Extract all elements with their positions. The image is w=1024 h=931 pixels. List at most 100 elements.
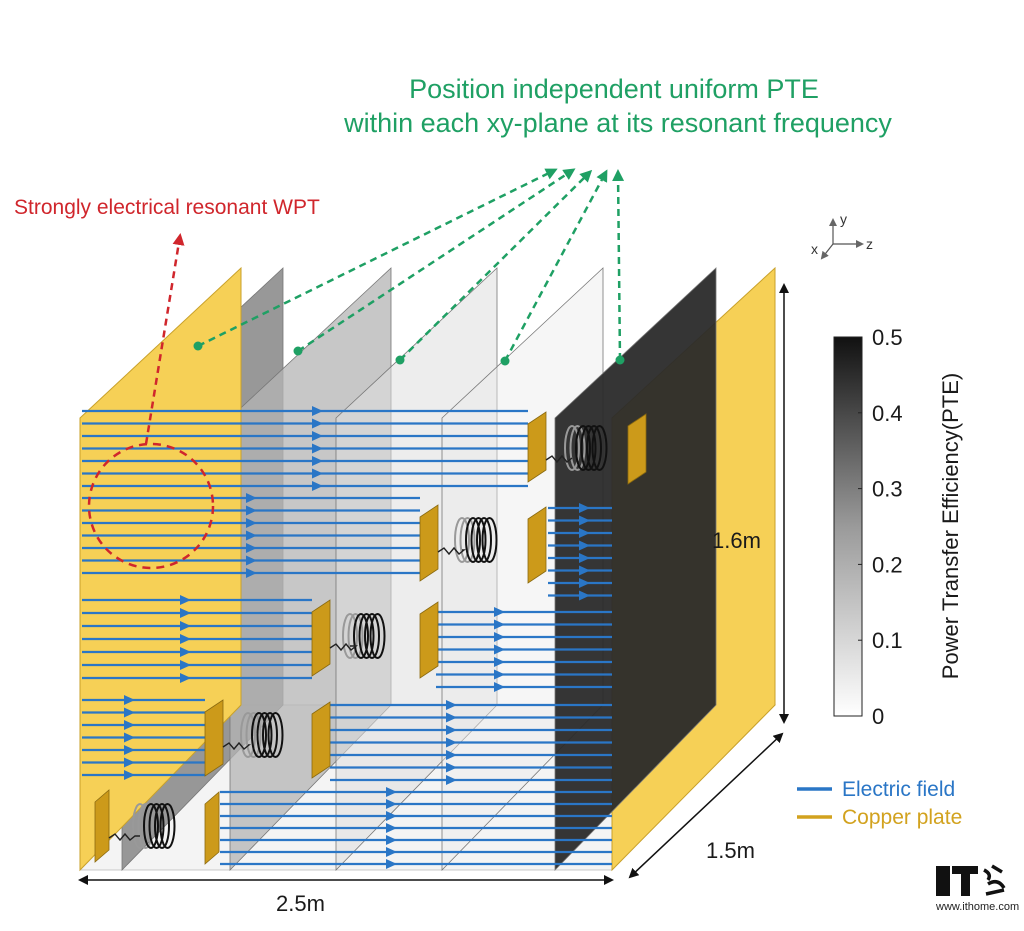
resonator-plate-b-1 <box>527 506 547 584</box>
axis-z-label: z <box>866 236 873 252</box>
field-arrowhead-rear-15 <box>446 700 457 710</box>
field-arrowhead-6 <box>312 481 323 491</box>
colorbar-tick-label-2: 0.3 <box>872 477 903 502</box>
resonator-plate-b-3 <box>311 701 331 779</box>
coil-turn-0-0 <box>564 425 580 471</box>
coil-lead-4 <box>108 832 140 842</box>
field-arrowhead-17 <box>180 634 191 644</box>
field-arrowhead-rear-28 <box>386 859 397 869</box>
coil-turn-4-5 <box>159 803 176 849</box>
field-arrowhead-rear-25 <box>386 823 397 833</box>
field-arrowhead-rear-10 <box>494 632 505 642</box>
field-arrowhead-rear-3 <box>579 540 590 551</box>
field-arrowhead-18 <box>180 647 191 657</box>
colorbar-tick-label-5: 0 <box>872 704 884 729</box>
axis-indicator: y z x <box>811 211 873 260</box>
resonator-plate-a-4 <box>94 789 110 863</box>
coil-turn-4-2 <box>143 803 159 849</box>
field-arrowhead-21 <box>124 695 135 705</box>
field-arrowhead-rear-0 <box>579 503 590 513</box>
colorbar-title: Power Transfer Efficiency(PTE) <box>938 373 963 679</box>
field-arrowhead-8 <box>246 505 257 516</box>
resonator-coil-0 <box>545 425 608 471</box>
pte-pointer-1 <box>297 168 576 353</box>
colorbar-tick-label-3: 0.2 <box>872 552 903 577</box>
field-arrowhead-rear-13 <box>494 669 505 680</box>
coil-turn-1-1 <box>459 517 476 563</box>
coil-turn-3-1 <box>245 712 262 758</box>
field-arrowhead-10 <box>246 530 257 541</box>
field-arrowhead-22 <box>124 707 135 718</box>
field-arrowhead-3 <box>312 443 323 454</box>
coil-turn-1-4 <box>476 517 492 563</box>
colorbar-ticks: 0.50.40.30.20.10 <box>858 325 903 729</box>
coil-turn-4-4 <box>154 803 170 849</box>
field-arrowhead-15 <box>180 608 191 618</box>
coil-lead-2 <box>329 642 358 652</box>
axis-y-label: y <box>840 211 847 227</box>
coil-turn-3-4 <box>262 712 278 758</box>
field-arrowhead-5 <box>312 468 323 479</box>
field-arrowhead-rear-19 <box>446 750 457 760</box>
field-arrowhead-11 <box>246 543 257 553</box>
resonator-plate-a-1 <box>419 504 439 582</box>
field-arrowhead-rear-14 <box>494 682 505 692</box>
title-line-1: Position independent uniform PTE <box>409 74 819 104</box>
resonator-plane-5 <box>554 267 717 871</box>
pte-pointer-0 <box>197 168 558 348</box>
legend-electric-field-label: Electric field <box>842 778 955 801</box>
field-arrowhead-23 <box>124 720 135 730</box>
colorbar-tick-label-4: 0.1 <box>872 628 903 653</box>
coil-turn-3-0 <box>240 712 256 758</box>
field-arrowhead-rear-22 <box>386 787 397 797</box>
coil-turn-1-2 <box>465 517 481 563</box>
resonator-plate-b-0 <box>627 413 647 485</box>
legend: Electric field Copper plate <box>797 778 962 829</box>
coil-turn-1-0 <box>454 517 470 563</box>
coil-turn-0-1 <box>569 425 586 471</box>
resonator-plate-b-4 <box>204 791 220 865</box>
field-arrowhead-1 <box>312 418 323 429</box>
uniform-pte-pointers <box>193 168 625 366</box>
field-arrowhead-16 <box>180 621 191 631</box>
field-arrowhead-rear-6 <box>579 578 590 588</box>
field-arrowhead-rear-17 <box>446 725 457 735</box>
coil-turn-3-2 <box>251 712 267 758</box>
field-arrowhead-0 <box>312 406 323 416</box>
coil-turn-2-4 <box>364 613 380 659</box>
field-arrowhead-4 <box>312 456 323 466</box>
coil-turn-1-5 <box>481 517 498 563</box>
coil-turn-4-3 <box>148 803 165 849</box>
watermark-url: www.ithome.com <box>935 901 1019 913</box>
field-arrowhead-27 <box>124 770 135 780</box>
resonator-coil-4 <box>108 803 176 849</box>
coil-turn-0-2 <box>575 425 591 471</box>
colorbar-tick-label-1: 0.4 <box>872 401 903 426</box>
field-arrowhead-19 <box>180 660 191 670</box>
coil-turn-3-3 <box>256 712 273 758</box>
field-arrowhead-12 <box>246 555 257 566</box>
coil-turn-4-1 <box>137 803 154 849</box>
resonant-wpt-label: Strongly electrical resonant WPT <box>14 196 320 219</box>
title-line-2: within each xy-plane at its resonant fre… <box>343 108 892 138</box>
field-arrowhead-20 <box>180 673 191 683</box>
field-arrowhead-14 <box>180 595 191 605</box>
coil-turn-2-2 <box>353 613 369 659</box>
coil-turn-0-4 <box>586 425 602 471</box>
width-dimension-label: 2.5m <box>276 891 325 916</box>
field-arrowhead-2 <box>312 431 323 441</box>
field-arrowhead-rear-8 <box>494 607 505 617</box>
ithome-watermark: www.ithome.com <box>935 864 1019 913</box>
field-arrowhead-rear-12 <box>494 657 505 667</box>
axis-x-label: x <box>811 241 818 257</box>
electric-field-lines <box>82 406 612 869</box>
pte-pointer-4 <box>612 169 625 361</box>
field-arrowhead-rear-4 <box>579 553 590 563</box>
coil-turn-2-3 <box>358 613 375 659</box>
ithome-logo-icon <box>983 864 1006 896</box>
field-arrowhead-25 <box>124 745 135 755</box>
field-arrowhead-rear-7 <box>579 590 590 601</box>
field-arrowhead-rear-27 <box>386 847 397 857</box>
front-copper-plate <box>79 266 242 872</box>
